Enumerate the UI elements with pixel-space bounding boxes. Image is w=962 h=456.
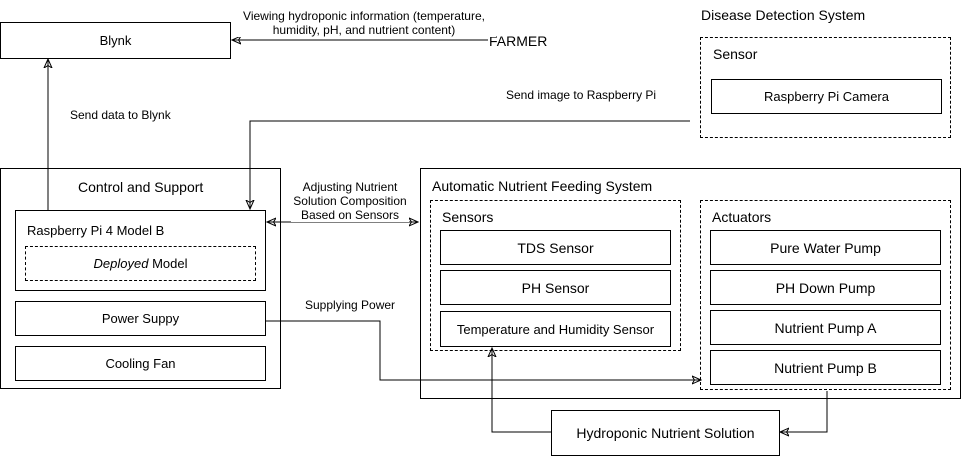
ph-sensor-label: PH Sensor bbox=[521, 279, 590, 296]
farmer-label: FARMER bbox=[489, 33, 548, 49]
deployed-model-rest: Model bbox=[148, 256, 188, 271]
control-support-title: Control and Support bbox=[78, 179, 204, 195]
disease-system-title: Disease Detection System bbox=[701, 7, 866, 23]
edge-label-adjusting: Adjusting Nutrient Solution Composition … bbox=[291, 180, 409, 222]
ph-sensor-node: PH Sensor bbox=[440, 270, 671, 305]
disease-sensor-group-label: Sensor bbox=[713, 46, 758, 62]
ph-down-pump-node: PH Down Pump bbox=[710, 270, 941, 305]
temp-humidity-sensor-node: Temperature and Humidity Sensor bbox=[440, 311, 671, 347]
edge-label-adjusting-line3: Based on Sensors bbox=[300, 208, 400, 222]
actuators-group-label: Actuators bbox=[712, 209, 772, 225]
blynk-label: Blynk bbox=[99, 33, 132, 48]
edge-label-viewing: Viewing hydroponic information (temperat… bbox=[232, 9, 496, 37]
auto-system-group: Automatic Nutrient Feeding System bbox=[420, 168, 961, 399]
edge-label-adjusting-line1: Adjusting Nutrient bbox=[302, 180, 398, 194]
arrow-power-to-actuators bbox=[266, 320, 701, 380]
arrow-pumpb-to-solution bbox=[780, 391, 828, 432]
temp-humidity-sensor-label: Temperature and Humidity Sensor bbox=[456, 321, 655, 337]
ph-down-pump-label: PH Down Pump bbox=[775, 279, 876, 296]
cooling-fan-node: Cooling Fan bbox=[15, 346, 266, 381]
camera-label: Raspberry Pi Camera bbox=[764, 89, 889, 104]
rpi-node: Raspberry Pi 4 Model B bbox=[15, 210, 266, 291]
rpi-label: Raspberry Pi 4 Model B bbox=[27, 223, 165, 238]
edge-label-viewing-line2: humidity, pH, and nutrient content) bbox=[272, 23, 456, 37]
deployed-model-label: Deployed Model bbox=[94, 256, 188, 271]
arrow-camera-to-rpi bbox=[250, 120, 690, 209]
edge-label-supplying-power: Supplying Power bbox=[305, 298, 396, 312]
nutrient-pump-b-label: Nutrient Pump B bbox=[774, 359, 877, 376]
auto-system-title: Automatic Nutrient Feeding System bbox=[432, 178, 653, 194]
cooling-fan-label: Cooling Fan bbox=[105, 356, 176, 371]
camera-node: Raspberry Pi Camera bbox=[711, 79, 942, 114]
edge-label-send-image: Send image to Raspberry Pi bbox=[506, 88, 657, 102]
nutrient-solution-node: Hydroponic Nutrient Solution bbox=[551, 410, 780, 456]
disease-sensor-group: Sensor bbox=[700, 37, 951, 138]
blynk-node: Blynk bbox=[0, 22, 231, 59]
arrow-solution-to-sensor bbox=[492, 348, 551, 433]
nutrient-pump-b-node: Nutrient Pump B bbox=[710, 350, 941, 385]
tds-sensor-label: TDS Sensor bbox=[517, 239, 594, 256]
edge-label-send-blynk: Send data to Blynk bbox=[70, 108, 171, 122]
edge-label-adjusting-line2: Solution Composition bbox=[293, 194, 407, 208]
pure-water-pump-label: Pure Water Pump bbox=[770, 239, 881, 256]
control-support-group: Control and Support bbox=[0, 168, 281, 389]
sensors-group: Sensors bbox=[430, 200, 681, 351]
actuators-group: Actuators bbox=[700, 200, 951, 390]
sensors-group-label: Sensors bbox=[442, 209, 494, 225]
nutrient-pump-a-node: Nutrient Pump A bbox=[710, 310, 941, 345]
deployed-model-italic: Deployed bbox=[93, 256, 149, 271]
nutrient-pump-a-label: Nutrient Pump A bbox=[774, 319, 877, 336]
pure-water-pump-node: Pure Water Pump bbox=[710, 230, 941, 265]
edge-label-viewing-line1: Viewing hydroponic information (temperat… bbox=[243, 9, 485, 23]
power-supply-label: Power Suppy bbox=[101, 311, 180, 326]
deployed-model-node: Deployed Model bbox=[25, 246, 256, 281]
nutrient-solution-label: Hydroponic Nutrient Solution bbox=[576, 425, 755, 441]
power-supply-node: Power Suppy bbox=[15, 301, 266, 336]
tds-sensor-node: TDS Sensor bbox=[440, 230, 671, 265]
